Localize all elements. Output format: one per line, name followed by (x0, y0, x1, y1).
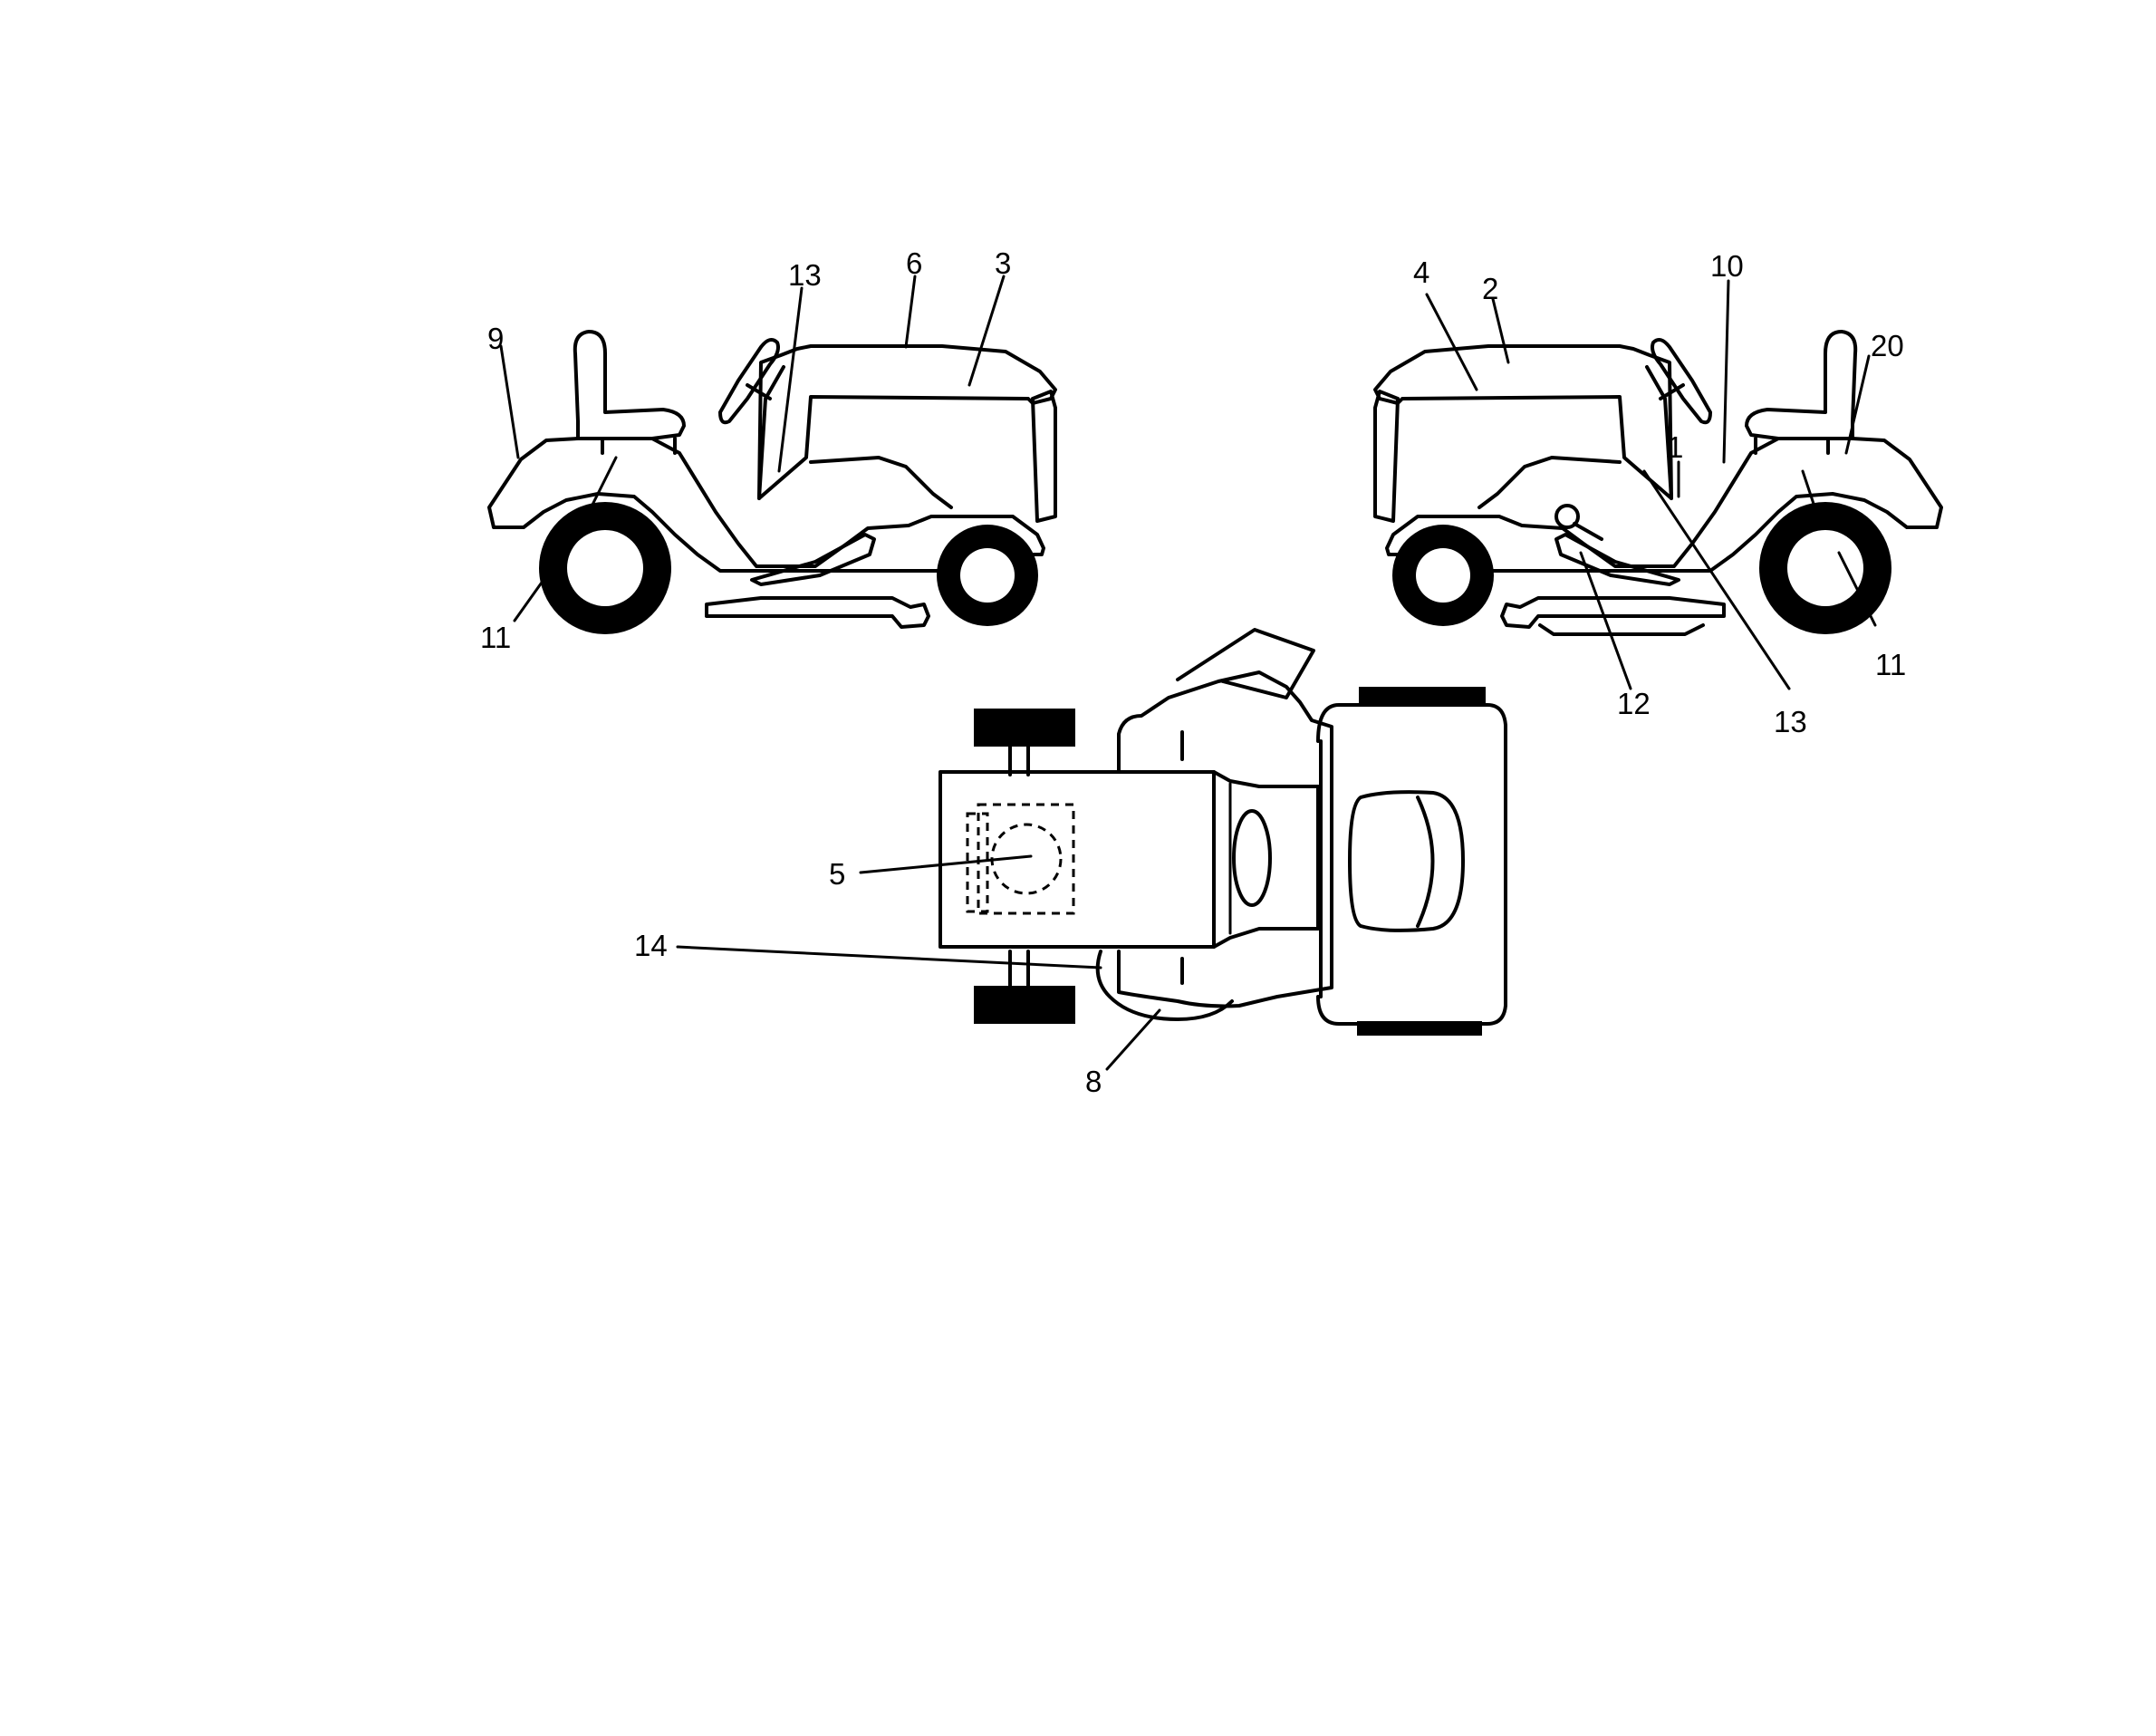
leader-12 (1579, 551, 1632, 690)
top-view-front-left-tire (974, 709, 1075, 747)
callout-11-left: 11 (480, 621, 511, 654)
callout-14: 14 (634, 929, 668, 962)
leader-13-right (1642, 469, 1791, 690)
tractor-top-view (938, 628, 1507, 1036)
callout-3: 3 (995, 246, 1011, 280)
callout-4: 4 (1413, 256, 1429, 289)
top-view-front-right-tire (974, 986, 1075, 1024)
right-view-hood (1373, 344, 1673, 500)
right-view-lever (1573, 522, 1603, 541)
right-view-dash (1645, 365, 1673, 500)
leader-6 (904, 275, 917, 349)
callout-10: 10 (1710, 249, 1744, 283)
leader-5 (859, 854, 1033, 874)
left-view-rear-fender (487, 437, 1045, 573)
top-view-engine-neck (1212, 770, 1320, 949)
right-view-steering-wheel (1651, 337, 1712, 425)
right-view-rear-hub (1787, 530, 1863, 606)
leader-4 (1425, 293, 1478, 391)
left-view-seat (573, 330, 686, 440)
callout-2: 2 (1482, 272, 1498, 305)
left-view-pedal (750, 533, 876, 586)
right-view-front-hub (1416, 548, 1470, 603)
left-view-mower-deck (705, 596, 930, 629)
top-view-decal-outline (977, 803, 1075, 915)
top-view-hood (938, 770, 1216, 949)
top-view-mower-deck (1117, 670, 1333, 1008)
right-view-rear-fender (1385, 437, 1943, 573)
top-view-deck-spout (1095, 950, 1234, 1021)
leader-14 (676, 945, 1102, 969)
leader-3 (967, 275, 1006, 387)
top-view-steering-wheel (1232, 809, 1272, 907)
callout-8: 8 (1085, 1065, 1102, 1098)
top-view-rear-left-tire (1359, 687, 1486, 703)
leader-9 (499, 344, 520, 459)
callout-9: 9 (487, 322, 504, 355)
callout-numbers: 9 13 6 3 11 4 2 10 20 1 12 13 11 5 14 8 (480, 246, 1906, 1098)
leader-11-right (1837, 551, 1877, 627)
callout-1: 1 (1667, 430, 1683, 464)
left-view-steering-column (746, 383, 772, 400)
callout-20: 20 (1871, 329, 1904, 362)
right-view-pedal (1554, 533, 1680, 586)
callout-13-left: 13 (788, 258, 822, 292)
left-view-steering-wheel (718, 337, 780, 425)
left-view-grille (1031, 390, 1057, 523)
top-view-seat-back (1416, 796, 1435, 928)
leader-13-left (777, 286, 804, 473)
right-view-hood-lower (1477, 456, 1622, 509)
left-view-hood (757, 344, 1057, 500)
top-view-discharge-chute (1176, 628, 1315, 699)
leader-20-wheel (1801, 469, 1823, 527)
leader-11-left (513, 578, 545, 622)
left-view-hood-lower (809, 456, 953, 509)
right-view-grille (1373, 390, 1400, 523)
left-view-front-hub (960, 548, 1015, 603)
callout-12: 12 (1617, 687, 1651, 720)
left-view-dash (757, 365, 785, 500)
left-view-rear-hub (567, 530, 643, 606)
right-view-deck-skirt (1538, 623, 1705, 636)
right-view-mower-deck (1500, 596, 1726, 629)
callout-leaders (499, 275, 1877, 1071)
top-view-rear-body (1316, 703, 1507, 1026)
right-view-steering-column (1659, 383, 1685, 400)
leader-2 (1491, 297, 1510, 364)
tractor-right-side-view (1373, 330, 1943, 636)
callout-11-right: 11 (1875, 648, 1906, 681)
leader-20 (1844, 354, 1871, 455)
tractor-left-side-view (487, 330, 1057, 634)
callout-6: 6 (906, 246, 922, 280)
leader-11-left-rear (582, 456, 618, 523)
right-view-lever-knob (1554, 504, 1580, 529)
callout-13-right: 13 (1774, 705, 1807, 738)
top-view-seat (1348, 790, 1465, 932)
leader-10 (1722, 279, 1730, 464)
right-view-seat (1745, 330, 1858, 440)
leader-8 (1105, 1008, 1161, 1071)
callout-5: 5 (829, 857, 845, 891)
